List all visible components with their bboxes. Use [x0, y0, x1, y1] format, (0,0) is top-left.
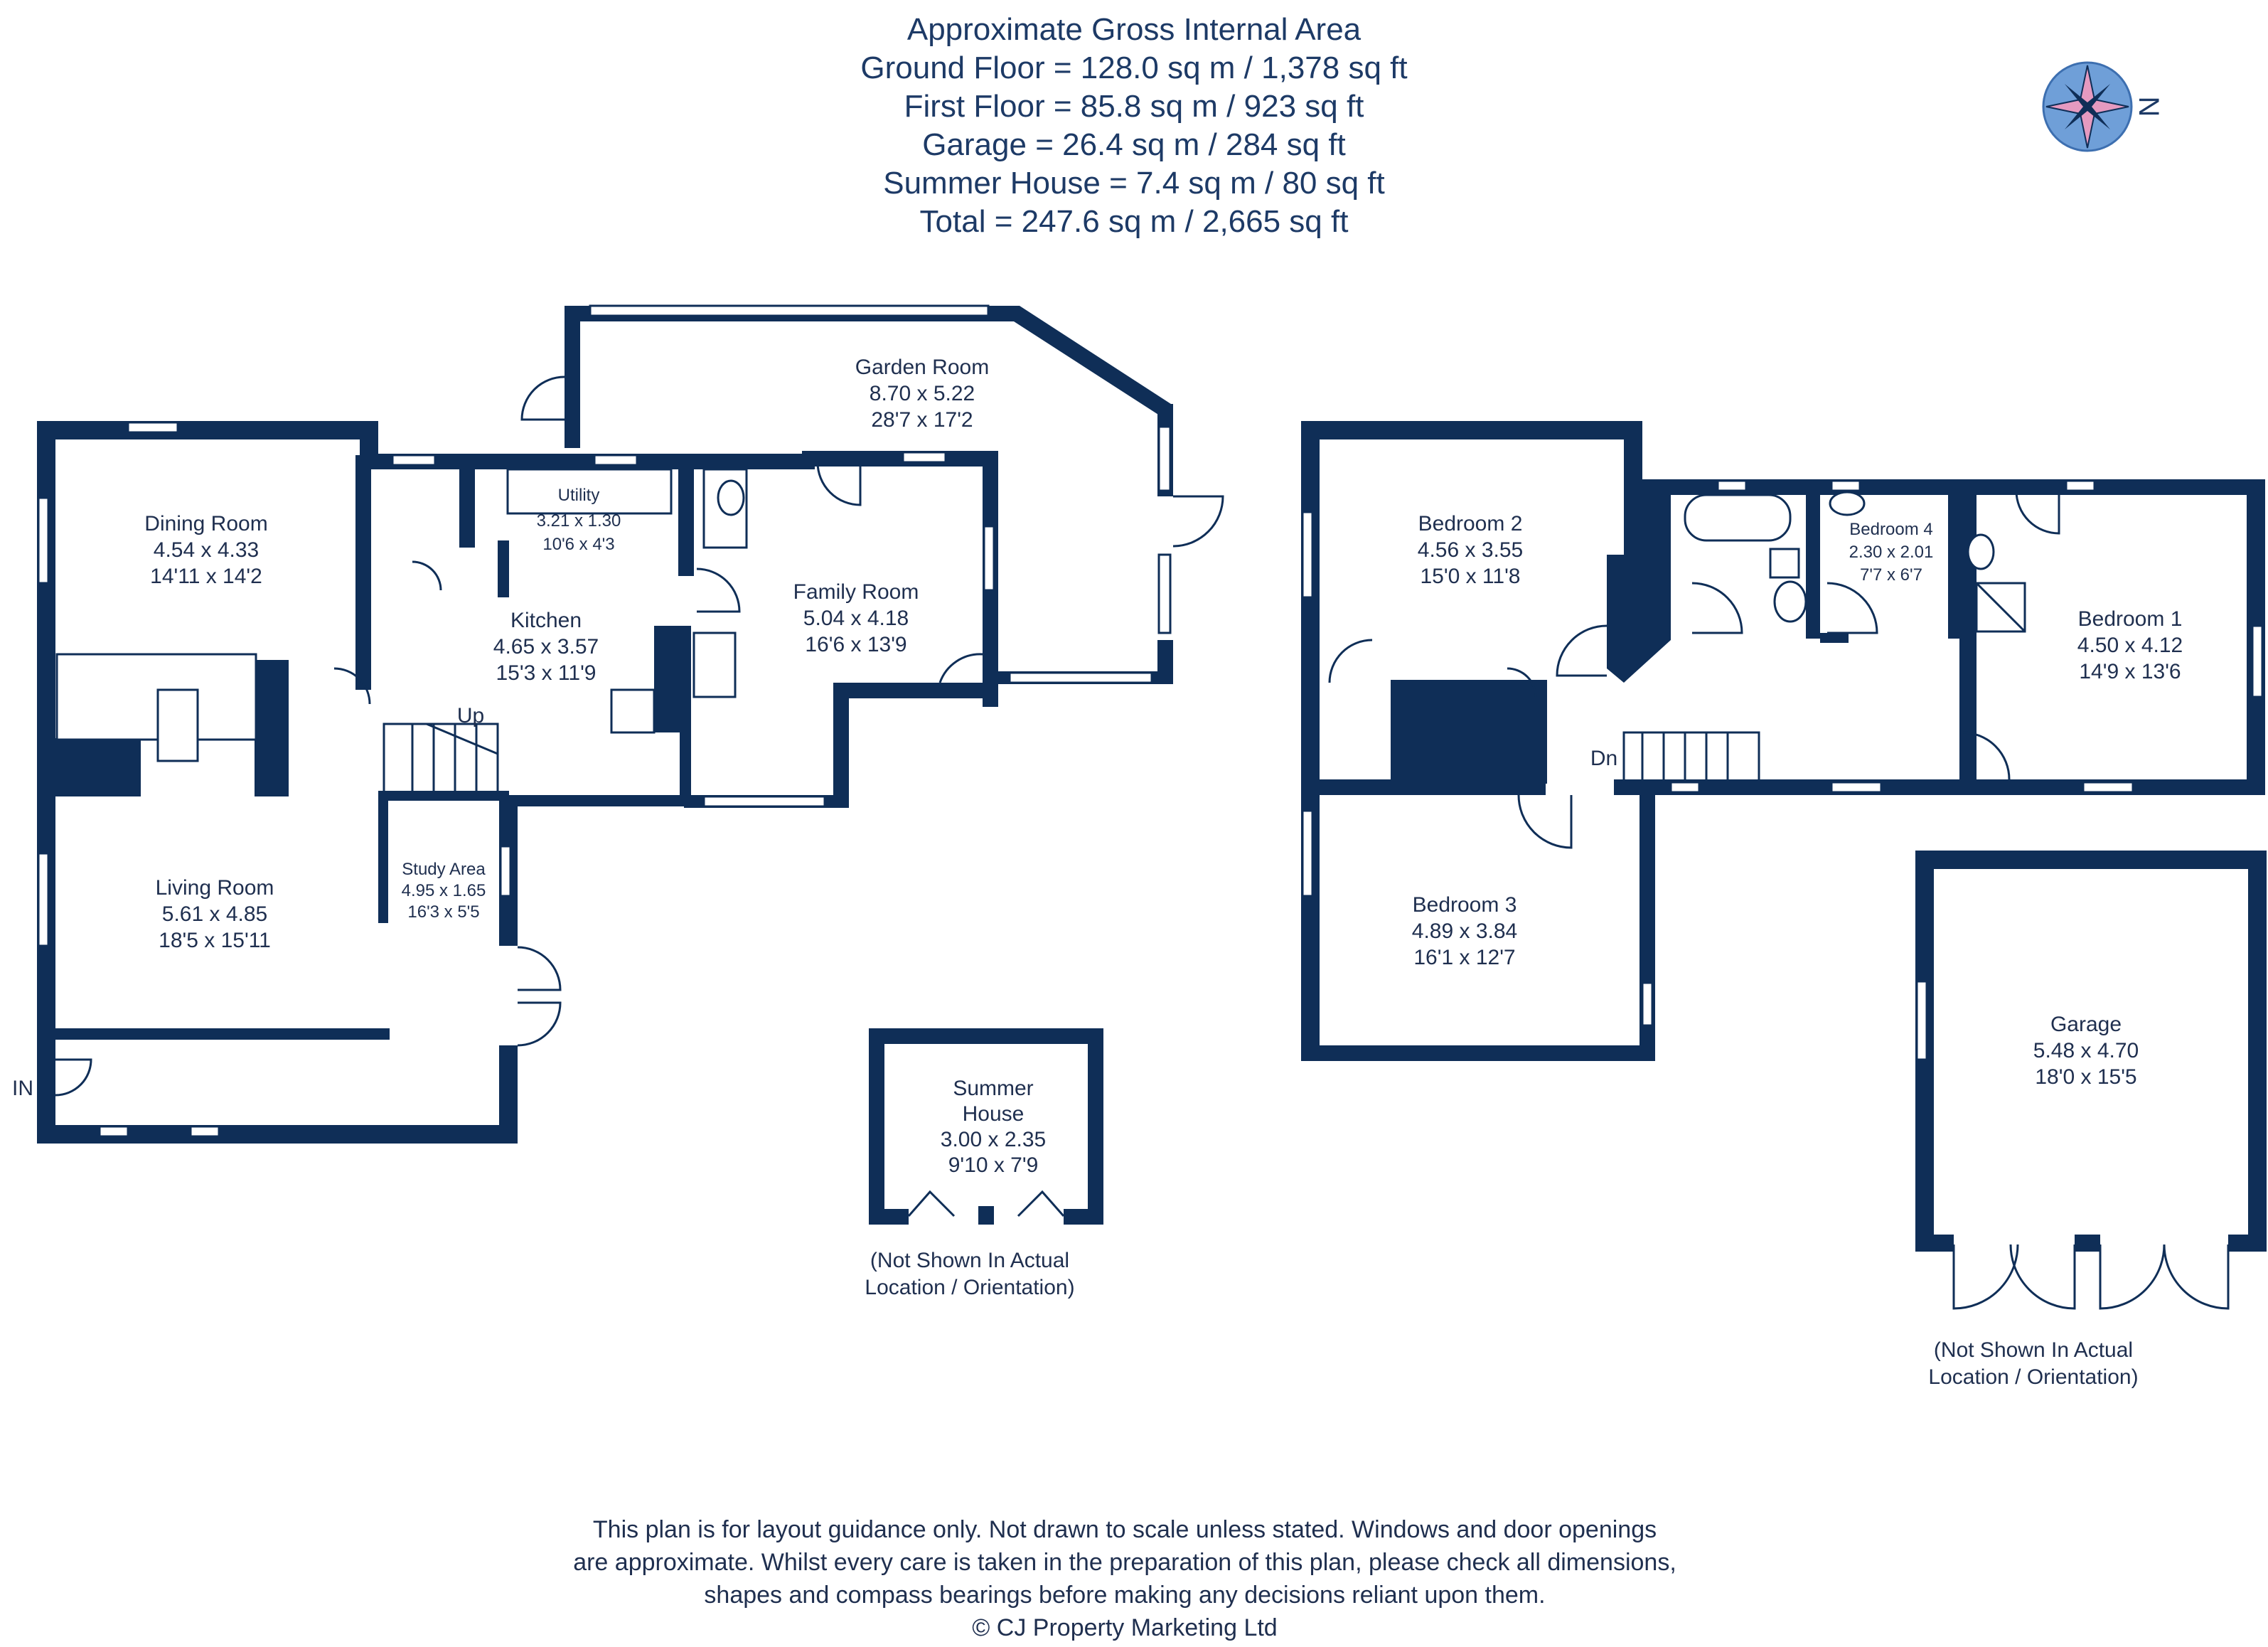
room-imperial: 14'11 x 14'2 — [150, 565, 262, 588]
room-imperial: 14'9 x 13'6 — [2079, 660, 2181, 683]
room-imperial: 18'5 x 15'11 — [159, 929, 271, 952]
room-metric: 4.89 x 3.84 — [1412, 920, 1517, 943]
room-metric: 2.30 x 2.01 — [1849, 543, 1934, 562]
stair-down-label: Dn — [1590, 747, 1617, 770]
header-line-4: Garage = 26.4 sq m / 284 sq ft — [922, 127, 1346, 162]
room-metric: 4.65 x 3.57 — [493, 635, 599, 659]
room-label-kitchen: Kitchen 4.65 x 3.57 15'3 x 11'9 — [493, 609, 599, 685]
entrance-arrow-icon — [40, 1080, 56, 1097]
room-metric: 4.95 x 1.65 — [402, 881, 486, 900]
first-floor-plan — [1301, 421, 2265, 1061]
room-metric: 5.61 x 4.85 — [162, 902, 267, 926]
room-name: Bedroom 2 — [1418, 512, 1523, 535]
room-imperial: 16'1 x 12'7 — [1413, 946, 1515, 969]
room-imperial: 15'3 x 11'9 — [496, 661, 596, 685]
header-line-5: Summer House = 7.4 sq m / 80 sq ft — [883, 166, 1385, 201]
room-imperial: 16'3 x 5'5 — [407, 902, 479, 922]
room-label-dining-room: Dining Room 4.54 x 4.33 14'11 x 14'2 — [144, 512, 267, 588]
room-imperial: 18'0 x 15'5 — [2035, 1065, 2136, 1089]
garage-note-line2: Location / Orientation) — [1928, 1365, 2138, 1389]
room-imperial: 28'7 x 17'2 — [871, 408, 973, 432]
room-name: Kitchen — [510, 609, 582, 632]
header-line-6: Total = 247.6 sq m / 2,665 sq ft — [920, 204, 1349, 239]
footer-line-3: shapes and compass bearings before makin… — [704, 1582, 1545, 1609]
room-name: Garage — [2050, 1013, 2122, 1036]
garage-plan — [1915, 851, 2267, 1310]
ground-floor-plan — [37, 304, 1224, 1144]
room-label-garden-room: Garden Room 8.70 x 5.22 28'7 x 17'2 — [855, 356, 989, 432]
room-name: Bedroom 3 — [1413, 893, 1517, 917]
header-line-1: Approximate Gross Internal Area — [907, 12, 1362, 47]
room-name-line1: Summer — [953, 1077, 1033, 1100]
room-label-summer-house: Summer House 3.00 x 2.35 9'10 x 7'9 — [941, 1077, 1046, 1177]
room-metric: 4.50 x 4.12 — [2077, 634, 2183, 657]
room-label-utility: Utility 3.21 x 1.30 10'6 x 4'3 — [537, 486, 621, 554]
room-metric: 4.56 x 3.55 — [1418, 538, 1523, 562]
entrance-label: IN — [12, 1077, 33, 1100]
room-label-living-room: Living Room 5.61 x 4.85 18'5 x 15'11 — [156, 876, 274, 952]
summer-house-note-line1: (Not Shown In Actual — [870, 1249, 1069, 1272]
area-summary: Approximate Gross Internal Area Ground F… — [860, 12, 1407, 239]
header-line-3: First Floor = 85.8 sq m / 923 sq ft — [904, 89, 1364, 124]
footer-line-4: © CJ Property Marketing Ltd — [972, 1614, 1277, 1641]
room-metric: 4.54 x 4.33 — [154, 538, 259, 562]
room-label-family-room: Family Room 5.04 x 4.18 16'6 x 13'9 — [793, 580, 919, 656]
room-metric: 5.04 x 4.18 — [803, 607, 909, 630]
summer-house-note-line2: Location / Orientation) — [865, 1276, 1074, 1299]
room-name: Garden Room — [855, 356, 989, 379]
garage-note-line1: (Not Shown In Actual — [1934, 1338, 2133, 1362]
room-name: Bedroom 1 — [2078, 607, 2183, 631]
first-floor-stairs — [1622, 731, 1760, 784]
room-label-bedroom-1: Bedroom 1 4.50 x 4.12 14'9 x 13'6 — [2077, 607, 2183, 683]
room-imperial: 15'0 x 11'8 — [1420, 565, 1520, 588]
summer-house-plan — [869, 1028, 1103, 1225]
room-imperial: 7'7 x 6'7 — [1860, 565, 1922, 585]
header-line-2: Ground Floor = 128.0 sq m / 1,378 sq ft — [860, 50, 1407, 85]
room-name: Family Room — [793, 580, 919, 604]
room-name: Utility — [558, 486, 600, 505]
room-label-study-area: Study Area 4.95 x 1.65 16'3 x 5'5 — [402, 860, 486, 922]
room-label-bedroom-3: Bedroom 3 4.89 x 3.84 16'1 x 12'7 — [1412, 893, 1517, 969]
room-name: Dining Room — [144, 512, 267, 535]
ground-floor-stairs — [383, 723, 499, 794]
footer-line-1: This plan is for layout guidance only. N… — [593, 1516, 1657, 1543]
compass-north-label: N — [2133, 97, 2164, 117]
stair-up-label: Up — [457, 704, 484, 727]
room-imperial: 10'6 x 4'3 — [542, 535, 614, 554]
room-label-garage: Garage 5.48 x 4.70 18'0 x 15'5 — [2033, 1013, 2139, 1089]
room-label-bedroom-4: Bedroom 4 2.30 x 2.01 7'7 x 6'7 — [1849, 520, 1934, 585]
room-name-line2: House — [963, 1102, 1025, 1126]
room-metric: 5.48 x 4.70 — [2033, 1039, 2139, 1062]
room-metric: 8.70 x 5.22 — [870, 382, 975, 405]
room-metric: 3.21 x 1.30 — [537, 511, 621, 531]
room-name: Living Room — [156, 876, 274, 900]
room-name: Study Area — [402, 860, 486, 879]
room-metric: 3.00 x 2.35 — [941, 1128, 1046, 1151]
disclaimer: This plan is for layout guidance only. N… — [573, 1516, 1676, 1641]
footer-line-2: are approximate. Whilst every care is ta… — [573, 1549, 1676, 1576]
room-label-bedroom-2: Bedroom 2 4.56 x 3.55 15'0 x 11'8 — [1418, 512, 1523, 588]
compass-rose-icon — [2042, 61, 2133, 152]
room-name: Bedroom 4 — [1849, 520, 1932, 539]
room-imperial: 16'6 x 13'9 — [805, 633, 906, 656]
room-imperial: 9'10 x 7'9 — [948, 1153, 1039, 1177]
